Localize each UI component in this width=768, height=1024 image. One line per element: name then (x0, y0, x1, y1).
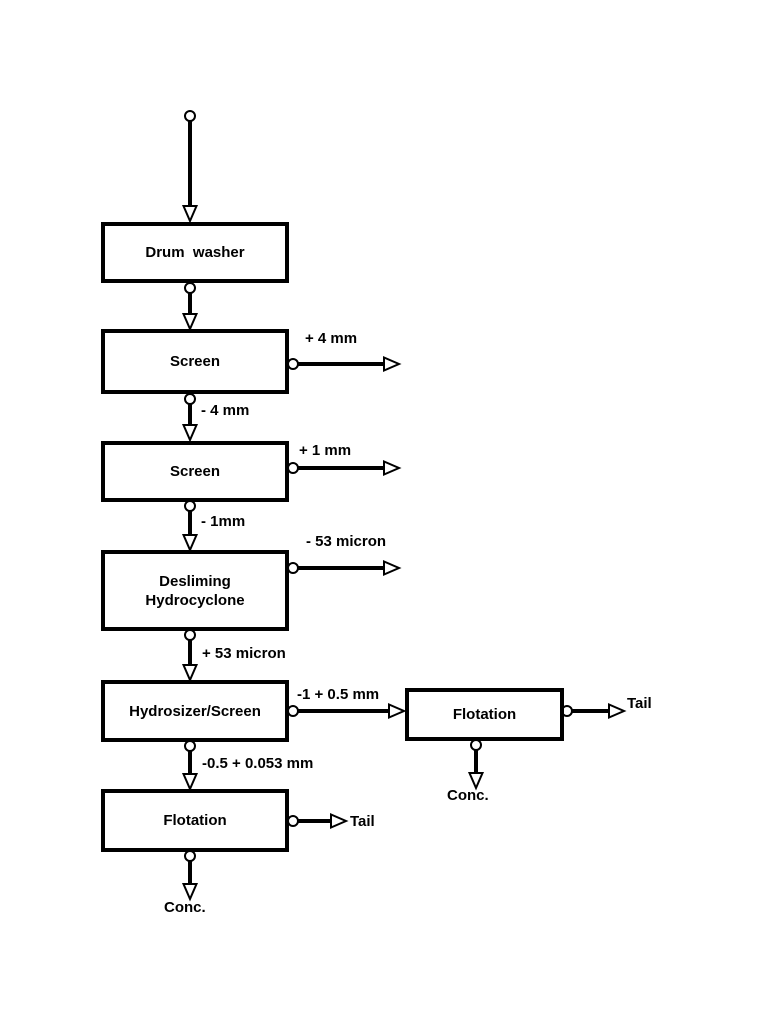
arrow-down-icon (181, 534, 199, 553)
port-circle (184, 393, 196, 405)
port-circle (470, 739, 482, 751)
flotation-fine-conc-connector (181, 850, 199, 902)
arrow-right-icon (608, 702, 627, 720)
port-circle (287, 705, 299, 717)
arrow-down-icon (181, 883, 199, 902)
arrow-right-icon (388, 702, 407, 720)
port-circle (287, 562, 299, 574)
screen-fine-undersize-connector (181, 500, 199, 553)
arrow-right-icon (330, 812, 349, 830)
port-circle (287, 462, 299, 474)
port-circle (287, 815, 299, 827)
node-desliming-hydrocyclone: Desliming Hydrocyclone (101, 550, 289, 631)
node-hydrosizer-screen: Hydrosizer/Screen (101, 680, 289, 742)
arrow-down-icon (181, 424, 199, 443)
hydrocyclone-overflow-connector (287, 559, 402, 577)
stream-label-conc-fine: Conc. (164, 899, 206, 916)
node-screen-fine-label: Screen (169, 463, 221, 480)
arrow-down-icon (181, 664, 199, 683)
port-circle (184, 282, 196, 294)
node-flotation-coarse: Flotation (405, 688, 564, 741)
node-flotation-coarse-label: Flotation (452, 706, 517, 723)
port-circle (184, 500, 196, 512)
node-screen-coarse-label: Screen (169, 353, 221, 370)
node-drum-washer-label: Drum washer (145, 244, 245, 261)
screen-coarse-oversize-connector (287, 355, 402, 373)
arrow-down-icon (181, 313, 199, 332)
stream-label-minus-1mm: - 1mm (201, 513, 246, 530)
stream-label-tail-coarse: Tail (627, 695, 652, 712)
arrow-down-icon (467, 772, 485, 791)
stream-label-plus-4mm: + 4 mm (305, 330, 358, 347)
stream-label-tail-fine: Tail (350, 813, 375, 830)
port-circle (184, 850, 196, 862)
arrow-down-icon (181, 205, 199, 224)
stream-label-minus1-plus-0-5mm: -1 + 0.5 mm (297, 686, 380, 703)
drum-washer-outlet-connector (181, 282, 199, 332)
flotation-fine-tail-connector (287, 812, 349, 830)
arrow-right-icon (383, 459, 402, 477)
hydrocyclone-underflow-connector (181, 629, 199, 683)
stream-label-minus-53-micron: - 53 micron (306, 533, 387, 550)
flotation-coarse-conc-connector (467, 739, 485, 791)
stream-label-plus-53-micron: + 53 micron (202, 645, 286, 662)
node-screen-coarse: Screen (101, 329, 289, 394)
port-circle (287, 358, 299, 370)
hydrosizer-coarse-connector (287, 702, 407, 720)
hydrosizer-fine-connector (181, 740, 199, 792)
screen-coarse-undersize-connector (181, 393, 199, 443)
stream-label-minus-4mm: - 4 mm (201, 402, 250, 419)
port-circle (184, 110, 196, 122)
screen-fine-oversize-connector (287, 459, 402, 477)
port-circle (184, 629, 196, 641)
feed-connector (181, 110, 199, 224)
arrow-down-icon (181, 773, 199, 792)
node-screen-fine: Screen (101, 441, 289, 502)
node-desliming-label-line1: Desliming (159, 572, 231, 590)
arrow-right-icon (383, 355, 402, 373)
port-circle (184, 740, 196, 752)
node-hydrosizer-screen-label: Hydrosizer/Screen (129, 702, 261, 720)
stream-label-conc-coarse: Conc. (447, 787, 489, 804)
arrow-right-icon (383, 559, 402, 577)
stream-label-plus-1mm: + 1 mm (299, 442, 352, 459)
node-drum-washer: Drum washer (101, 222, 289, 283)
flotation-coarse-tail-connector (561, 702, 627, 720)
node-desliming-label-line2: Hydrocyclone (145, 591, 245, 609)
node-flotation-fine-label: Flotation (163, 812, 227, 829)
node-flotation-fine: Flotation (101, 789, 289, 852)
stream-label-minus0-5-plus-0-053mm: -0.5 + 0.053 mm (202, 755, 314, 772)
